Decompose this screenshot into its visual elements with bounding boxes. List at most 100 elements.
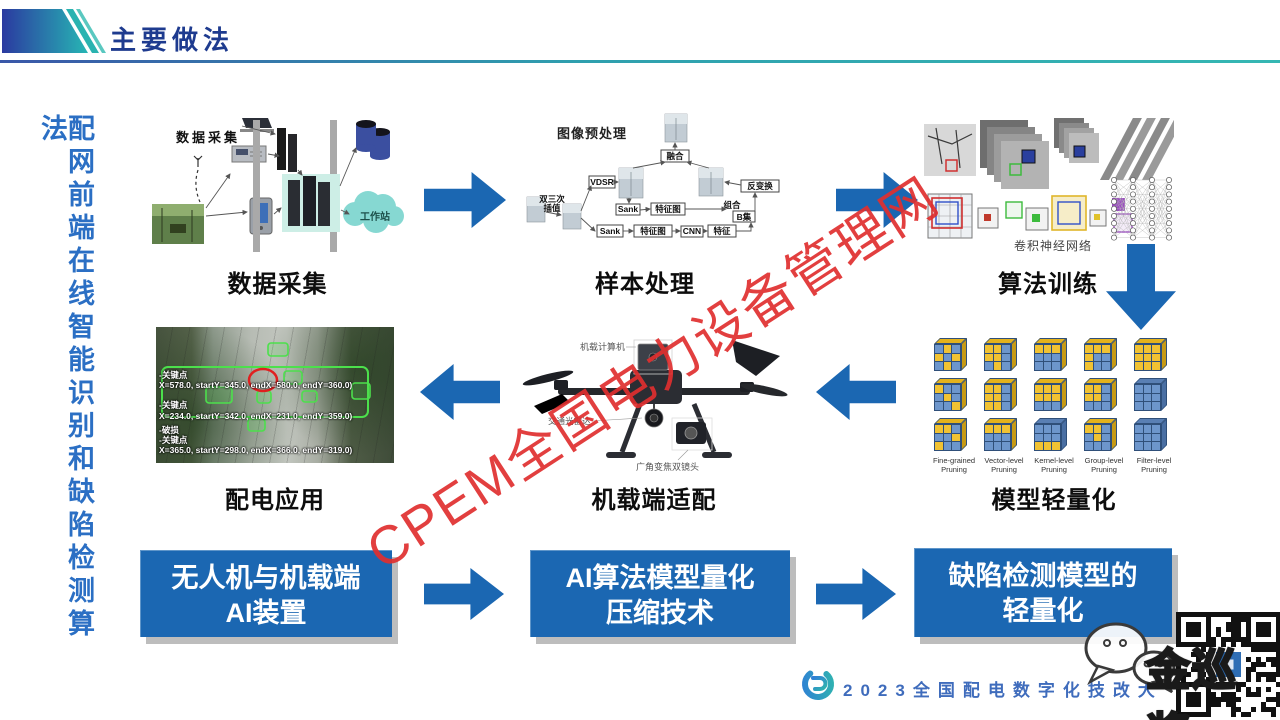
bottom-box-line: 无人机与机载端 [171,563,361,593]
footer-brand-text: 2023全国配电数字化技改大 [843,681,1163,700]
pruning-cube [984,338,1017,371]
connection-arrows [205,125,357,217]
flow-arrow-left-2 [420,364,500,420]
kernel-grids [927,193,1133,239]
bottom-box-line: 轻量化 [1002,596,1084,627]
cloud-label: 工作站 [360,210,390,223]
pruning-cube [1134,378,1167,411]
node-sank-b: Sank [600,226,621,236]
input-image [924,124,976,176]
detection-result-image: -关键点 X=578.0, startY=345.0, endX=580.0, … [156,327,394,463]
pooling-stripes [1099,118,1174,180]
drone-image: 机载计算机 交通光雷达 广角变焦双镜头 [522,339,788,472]
detection-text: -关键点 [159,370,188,380]
pruning-cube [934,338,967,371]
pruning-cube [1034,338,1067,371]
detection-text: -破损 [159,425,179,435]
flow-arrow-right-1 [424,172,506,228]
divider-bar [253,120,260,252]
drone-callouts: 机载计算机 交通光雷达 广角变焦双镜头 [548,341,699,472]
conv-stack-2 [1054,118,1099,163]
bottom-arrow-2 [816,568,896,620]
detection-text: X=578.0, startY=345.0, endX=580.0, endY=… [159,380,353,390]
label-camera: 广角变焦双镜头 [636,461,699,472]
pruning-cube [1034,378,1067,411]
qr-code [1176,612,1280,717]
bottom-box-quantization: AI算法模型量化 压缩技术 [530,550,790,637]
pruning-cube [1084,378,1117,411]
caption-onboard: 机载端适配 [591,487,717,514]
node-featmap-b: 特征图 [640,226,666,236]
caption-application: 配电应用 [225,487,325,514]
server-towers [277,128,297,172]
node-fusion: 融合 [666,151,684,161]
label-onboard-computer: 机载计算机 [580,341,625,352]
brand-logo [2,9,106,53]
wechat-icon [1084,622,1176,694]
caption-model-lightweight: 模型轻量化 [991,487,1117,514]
sample-processing-flowchart: .fl{stroke:#555;stroke-width:.9;fill:non… [526,113,780,238]
detection-text: X=365.0, startY=298.0, endX=366.0, endY=… [159,445,353,455]
bottom-box-lightweight: 缺陷检测模型的 轻量化 [914,548,1172,637]
pruning-cube [984,418,1017,451]
field-photo [152,204,204,244]
detection-overlays [161,342,371,432]
fc-network [1111,177,1172,241]
node-inverse: 反变换 [747,181,773,191]
node-combine: 组合 [723,200,741,210]
caption-algorithm-training: 算法训练 [998,271,1098,298]
side-title: 配网前端在线智能识别和缺陷检测算法 [37,114,94,642]
node-vdsr: VDSR [590,177,614,187]
node-bset: B集 [737,212,752,222]
caption-sample-processing: 样本处理 [595,271,695,298]
bottom-box-line: AI装置 [225,598,307,629]
pruning-cube [1134,338,1167,371]
image-thumbnails [526,113,724,230]
antenna-icon [193,155,203,203]
badge-watermark: 金巡奖 [1145,645,1238,720]
node-sank-a: Sank [618,204,639,214]
fax-icon [231,145,267,163]
bottom-box-uav: 无人机与机载端 AI装置 [140,550,392,637]
workstation-cloud: 工作站 [343,191,404,233]
conv-stack-1 [980,120,1049,189]
caption-data-collection: 数据采集 [227,271,328,298]
database-icon [356,120,390,160]
pruning-cube [1134,418,1167,451]
detection-text: X=234.0, startY=342.0, endX=231.0, endY=… [159,411,353,421]
drone-body [522,339,788,458]
flow-arrow-left-1 [816,364,896,420]
data-collection-image: 数据采集 [152,118,404,252]
node-bicubic-l1: 双三次 [539,194,565,204]
pruning-cube [934,418,967,451]
inner-label: 数据采集 [176,130,240,145]
server-cluster [282,174,340,232]
bottom-arrow-1 [424,568,504,620]
bottom-box-line: AI算法模型量化 [565,563,755,593]
bottom-box-line: 缺陷检测模型的 [948,561,1138,591]
header-underline [0,60,1280,63]
cnn-diagram: 卷积神经网络 [924,118,1174,253]
page-title: 主要做法 [110,25,235,55]
node-featmap-a: 特征图 [655,204,681,214]
detection-text: -关键点 [159,400,188,410]
pruning-cube [1084,418,1117,451]
pruning-cube [984,378,1017,411]
label-lidar: 交通光雷达 [548,416,591,426]
pruning-cube [934,378,967,411]
node-bicubic-l2: 插值 [543,203,561,213]
pruning-cube [1084,338,1117,371]
flow-lines [545,142,758,234]
footer-logo [802,668,834,700]
cnn-label: 卷积神经网络 [1014,238,1092,253]
bottom-box-line: 压缩技术 [606,598,714,629]
node-feature: 特征 [713,226,731,236]
detection-text: -关键点 [159,435,188,445]
